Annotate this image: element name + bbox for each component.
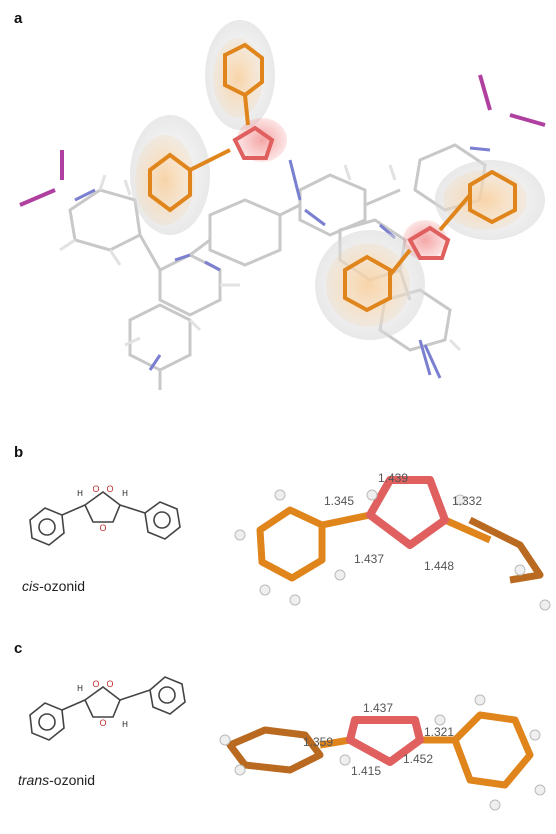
atom-h-3: H bbox=[77, 684, 83, 693]
phenyl-rings-a bbox=[148, 42, 517, 313]
bond-length-b-4: 1.437 bbox=[354, 552, 385, 566]
caption-trans-ozonid: trans-ozonid bbox=[18, 772, 96, 788]
panel-label-b: b bbox=[14, 444, 24, 461]
bond-length-b-5: 1.448 bbox=[424, 559, 455, 573]
bond-length-b-3: 1.332 bbox=[452, 494, 483, 508]
phenyl-clouds bbox=[130, 20, 545, 340]
atom-o-4: O bbox=[92, 679, 99, 689]
iodine-atoms bbox=[19, 74, 546, 207]
atom-h-2: H bbox=[122, 489, 128, 498]
bond-length-c-4: 1.415 bbox=[351, 764, 382, 778]
atom-h-1: H bbox=[77, 489, 83, 498]
hydrogen-stubs bbox=[59, 164, 462, 352]
bond-length-c-3: 1.321 bbox=[424, 725, 455, 739]
atom-o-3: O bbox=[99, 523, 106, 533]
ozonide-rings-a bbox=[232, 125, 451, 260]
bond-length-b-1: 1.345 bbox=[324, 494, 355, 508]
atom-o-6: O bbox=[99, 718, 106, 728]
atom-h-4: H bbox=[122, 720, 128, 729]
panel-label-a: a bbox=[14, 10, 23, 27]
bond-length-b-2: 1.439 bbox=[378, 471, 409, 485]
panel-label-c: c bbox=[14, 640, 23, 657]
crystal-structure-view bbox=[19, 20, 546, 390]
caption-cis-ozonid: cis-ozonid bbox=[22, 578, 86, 594]
atom-o-2: O bbox=[106, 484, 113, 494]
bond-length-c-1: 1.437 bbox=[363, 701, 394, 715]
atom-o-5: O bbox=[106, 679, 113, 689]
bond-length-c-5: 1.452 bbox=[403, 752, 434, 766]
bond-length-c-2: 1.359 bbox=[303, 735, 334, 749]
atom-o-1: O bbox=[92, 484, 99, 494]
